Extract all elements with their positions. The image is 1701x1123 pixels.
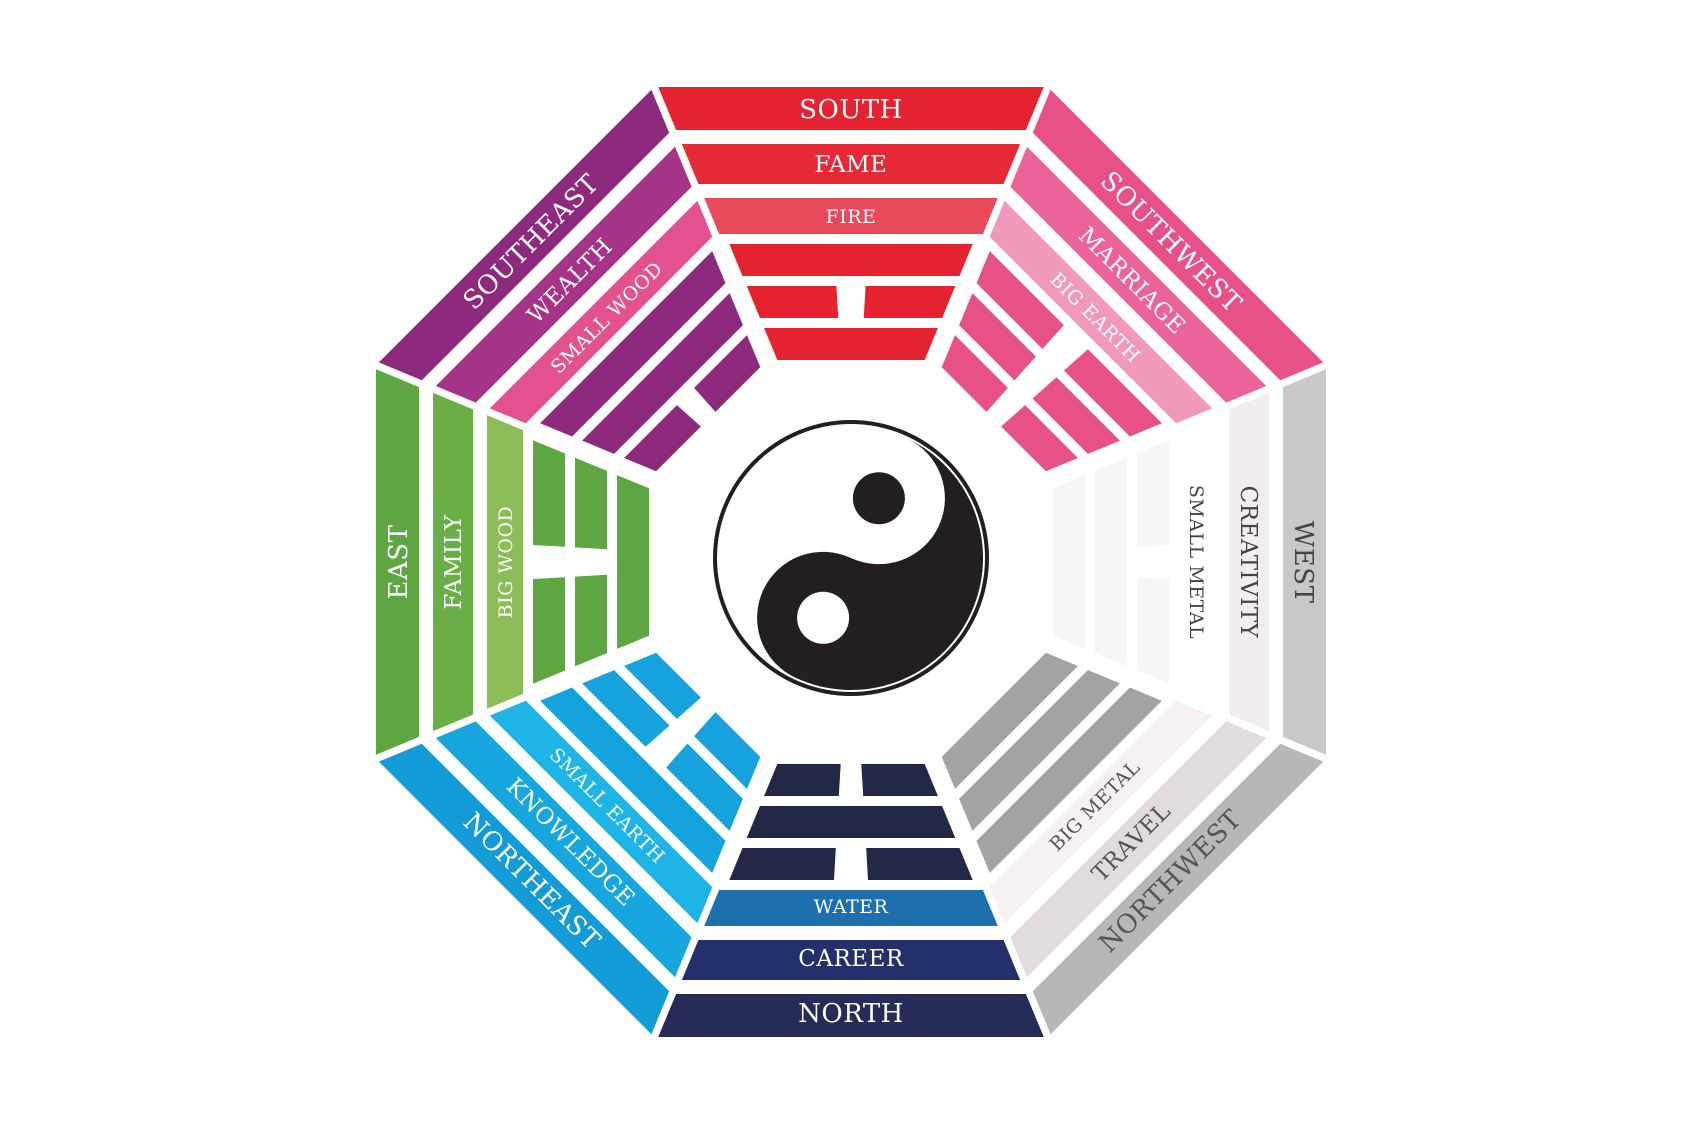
south-band-aspiration <box>681 144 1021 184</box>
southwest-band-aspiration <box>1010 146 1267 403</box>
south-trigram-line-2-part-1 <box>746 286 839 318</box>
north-trigram-line-1-part-2 <box>729 848 836 880</box>
east-aspiration-label: FAMILY <box>441 514 467 610</box>
west-aspiration-label: CREATIVITY <box>1235 486 1261 639</box>
west-trigram-line-2 <box>1095 457 1127 667</box>
west-band-element <box>1179 415 1215 709</box>
west-direction-label: WEST <box>1288 521 1318 604</box>
south-direction-label: SOUTH <box>799 95 903 125</box>
northwest-band-aspiration <box>1010 721 1267 978</box>
east-trigram-line-1-part-1 <box>533 577 565 684</box>
northwest-band-direction <box>1032 743 1324 1035</box>
east-direction-label: EAST <box>384 524 414 599</box>
northeast-trigram-line-3-part-1 <box>694 712 761 789</box>
southwest-trigram-line-3-part-2 <box>1001 405 1078 472</box>
east-band-direction <box>376 369 419 755</box>
southwest-trigram-line-3-part-1 <box>941 335 1008 412</box>
north-trigram-line-3-part-1 <box>861 764 938 796</box>
northeast-trigram-line-1 <box>540 687 726 873</box>
west-band-aspiration <box>1229 392 1269 732</box>
northeast-band-element <box>489 700 713 924</box>
east-trigram-line-2-part-1 <box>575 574 607 667</box>
west-trigram-line-1-part-1 <box>1137 440 1169 547</box>
south-trigram-line-3 <box>764 328 938 360</box>
north-band-aspiration <box>681 940 1021 980</box>
south-element-label: FIRE <box>826 206 877 228</box>
north-direction-label: NORTH <box>798 999 904 1029</box>
northeast-band-direction <box>378 743 670 1035</box>
east-band-element <box>487 415 523 709</box>
southeast-trigram-line-3-part-1 <box>624 405 701 472</box>
southeast-band-element <box>489 200 713 424</box>
south-aspiration-label: FAME <box>815 152 888 178</box>
northeast-trigram-line-3-part-2 <box>624 652 701 719</box>
bagua-rings <box>376 87 1326 1037</box>
northeast-trigram-line-2-part-2 <box>582 670 670 747</box>
northeast-trigram-line-2-part-1 <box>666 743 743 831</box>
east-trigram-line-3 <box>617 475 649 649</box>
west-element-label: SMALL METAL <box>1185 485 1207 639</box>
east-element-label: BIG WOOD <box>495 506 517 619</box>
north-trigram-line-2 <box>746 806 956 838</box>
southwest-trigram-line-1-part-1 <box>976 251 1064 349</box>
southwest-band-direction <box>1032 89 1324 381</box>
south-band-direction <box>658 87 1044 130</box>
northwest-band-element <box>989 700 1213 924</box>
yin-dot <box>852 472 905 525</box>
south-band-element <box>704 198 998 234</box>
southwest-trigram-line-2-part-1 <box>959 293 1036 381</box>
northwest-trigram-line-1 <box>976 687 1162 873</box>
east-trigram-line-1-part-2 <box>533 440 565 547</box>
yin-yang-symbol <box>713 420 989 696</box>
north-band-direction <box>658 994 1044 1037</box>
west-trigram-line-1-part-2 <box>1137 577 1169 684</box>
south-trigram-line-2-part-2 <box>863 286 956 318</box>
northeast-band-aspiration <box>435 721 692 978</box>
southwest-band-element <box>989 200 1213 424</box>
north-trigram-line-3-part-2 <box>764 764 841 796</box>
southeast-trigram-line-2 <box>582 293 743 454</box>
trigram-group <box>533 244 1169 880</box>
east-trigram-line-2-part-2 <box>575 457 607 550</box>
west-band-direction <box>1283 369 1326 755</box>
northwest-trigram-line-3 <box>941 652 1078 789</box>
south-trigram-line-1 <box>729 244 973 276</box>
east-band-aspiration <box>433 392 473 732</box>
yang-dot <box>797 591 850 644</box>
southeast-band-direction <box>378 89 670 381</box>
northwest-trigram-line-2 <box>959 670 1120 831</box>
west-trigram-line-3 <box>1053 475 1085 649</box>
north-aspiration-label: CAREER <box>798 946 904 972</box>
north-element-label: WATER <box>814 896 889 918</box>
north-trigram-line-1-part-1 <box>866 848 973 880</box>
southeast-trigram-line-3-part-2 <box>694 335 761 412</box>
southeast-trigram-line-1 <box>540 251 726 437</box>
southwest-trigram-line-1-part-2 <box>1064 349 1162 437</box>
southwest-trigram-line-2-part-2 <box>1032 377 1120 454</box>
north-band-element <box>704 890 998 926</box>
southeast-band-aspiration <box>435 146 692 403</box>
